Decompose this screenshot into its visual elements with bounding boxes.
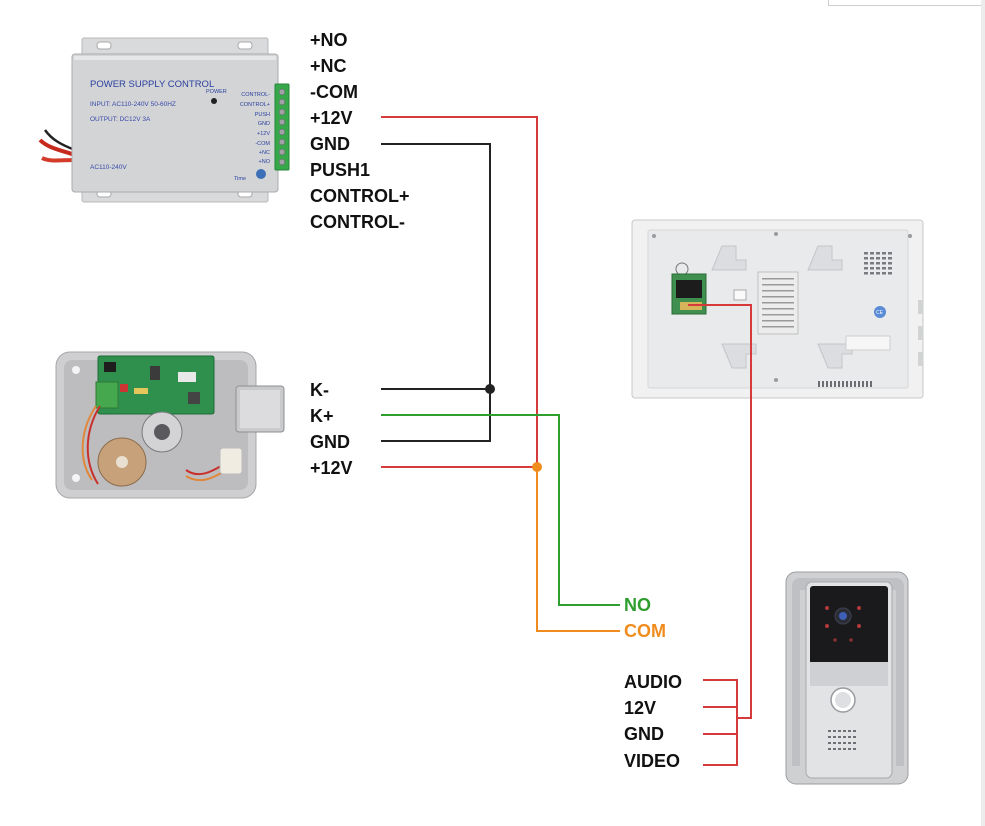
corner-frame (828, 0, 985, 6)
doorbell-pin-label: VIDEO (624, 751, 680, 771)
doorbell-pin-label: 12V (624, 698, 656, 718)
psu-body (71, 53, 279, 193)
lock-pin-label: K- (310, 380, 329, 400)
terminal-screw-icon (278, 108, 286, 116)
psu-power-led-label: POWER (206, 89, 227, 95)
terminal-screw-icon (278, 128, 286, 136)
psu-pin-label: +NC (310, 56, 347, 76)
electric-lock (55, 351, 285, 499)
terminal-screw-icon (278, 118, 286, 126)
terminal-screw-icon (278, 158, 286, 166)
relay-com-label: COM (624, 621, 666, 641)
terminal-screw-icon (278, 98, 286, 106)
relay-no-label: NO (624, 595, 651, 615)
monitor-speaker-grill (864, 252, 892, 275)
outdoor-doorbell (785, 571, 909, 785)
psu-ac: AC110-240V (90, 164, 127, 171)
ce-badge-text: CE (876, 310, 884, 316)
wires (381, 116, 752, 766)
psu-input: INPUT: AC110-240V 50-60HZ (90, 101, 176, 108)
wire-red-monitor (688, 304, 752, 719)
terminal-screw-icon (278, 148, 286, 156)
lock-pin-label: GND (310, 432, 350, 452)
psu-pin-label: CONTROL+ (310, 186, 410, 206)
psu-terminal-label: CONTROL- (241, 92, 270, 98)
psu-terminal-labels: CONTROL- CONTROL+ PUSH GND +12V -COM +NC +NO (240, 92, 271, 165)
psu-pin-label: GND (310, 134, 350, 154)
psu-terminal-label: CONTROL+ (240, 102, 270, 108)
right-edge (981, 0, 985, 826)
wire-green-no (381, 414, 620, 606)
psu-terminal-label: +NC (259, 150, 270, 156)
wire-red-12v-psu (381, 116, 538, 467)
lock-pin-label: +12V (310, 458, 353, 478)
psu-terminal-label: +NO (259, 159, 271, 165)
doorbell-pin-label: GND (624, 724, 664, 744)
power-supply-unit: POWER SUPPLY CONTROL INPUT: AC110-240V 5… (38, 37, 290, 203)
ce-badge-icon (874, 306, 886, 318)
psu-time: Time (234, 176, 246, 182)
psu-pin-label: PUSH1 (310, 160, 370, 180)
power-cable-red-2 (41, 156, 76, 163)
psu-pin-label: +12V (310, 108, 353, 128)
power-cable-red (38, 138, 76, 157)
doorbell-pin-label: AUDIO (624, 672, 682, 692)
psu-terminal-screws (278, 88, 286, 166)
psu-title: POWER SUPPLY CONTROL (90, 79, 214, 90)
junction-black (485, 384, 495, 394)
doorbell-pin-labels: AUDIO 12V GND VIDEO (624, 672, 682, 771)
wire-red-doorbell-bracket (703, 679, 738, 766)
psu-terminal-label: PUSH (255, 112, 270, 118)
doorbell-camera-panel (810, 586, 888, 686)
wire-orange-com (536, 467, 620, 632)
doorbell-speaker-icon (828, 730, 856, 750)
terminal-screw-icon (278, 138, 286, 146)
psu-terminal-label: -COM (255, 141, 270, 147)
psu-pin-label: -COM (310, 82, 358, 102)
lock-pin-labels: K- K+ GND +12V (310, 380, 353, 478)
psu-pin-label: CONTROL- (310, 212, 405, 232)
lock-pin-label: K+ (310, 406, 334, 426)
terminal-screw-icon (278, 88, 286, 96)
time-knob-icon (256, 169, 266, 179)
junction-orange (532, 462, 542, 472)
psu-pin-label: +NO (310, 30, 348, 50)
monitor-bottom-vents (818, 381, 872, 387)
psu-output: OUTPUT: DC12V 3A (90, 116, 151, 123)
lock-terminal (95, 381, 119, 409)
psu-terminal-label: GND (258, 121, 270, 127)
psu-terminal-block (274, 83, 290, 171)
power-led-icon (211, 98, 217, 104)
psu-terminal-label: +12V (257, 131, 270, 137)
indoor-monitor: CE (631, 219, 924, 399)
wire-black-gnd-psu (381, 143, 491, 442)
